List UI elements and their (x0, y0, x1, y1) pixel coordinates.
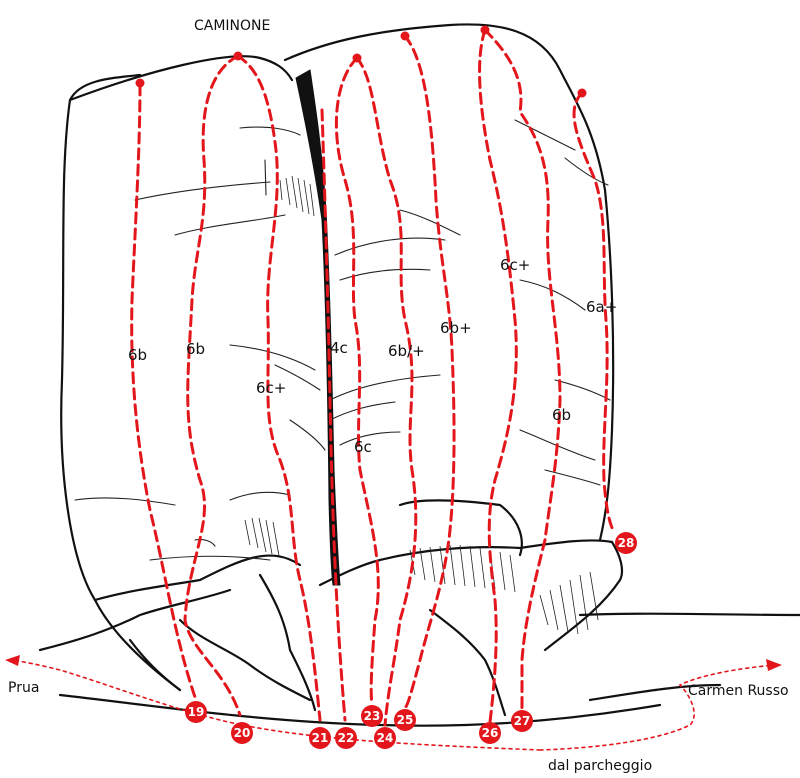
svg-text:28: 28 (618, 536, 635, 550)
rock-shading (244, 175, 599, 635)
rock-texture (74, 119, 611, 561)
svg-text:24: 24 (377, 731, 394, 745)
route-22-line (320, 108, 347, 722)
route-27-line (483, 28, 562, 712)
routes (130, 25, 616, 727)
grade-label: 6b (128, 346, 147, 364)
route-number-badge: 20 (231, 722, 253, 744)
route-number-badge: 24 (374, 727, 396, 749)
route-20-line (183, 54, 242, 717)
label-prua: Prua (8, 680, 39, 696)
grade-label: 6b+ (440, 319, 472, 337)
svg-text:19: 19 (188, 705, 205, 719)
svg-text:22: 22 (338, 731, 355, 745)
anchor-icon (233, 51, 243, 61)
route-26-line (478, 28, 518, 724)
route-number-badge: 22 (335, 727, 357, 749)
route-number-badge: 25 (394, 709, 416, 731)
svg-text:21: 21 (312, 731, 329, 745)
grade-label: 6a+ (586, 298, 617, 316)
anchor-icon (135, 78, 145, 88)
anchor-icon (400, 31, 410, 41)
grade-label: 6c (354, 438, 372, 456)
route-28-line (572, 91, 616, 534)
route-number-badge: 19 (185, 701, 207, 723)
anchor-icon (352, 53, 362, 63)
route-number-badge: 21 (309, 727, 331, 749)
route-19-line (130, 83, 198, 702)
route-number-badge: 27 (511, 710, 533, 732)
path-to-carmen-russo (539, 664, 776, 751)
label-dal-parcheggio: dal parcheggio (548, 758, 652, 774)
grade-label: 6c+ (256, 379, 286, 397)
route-23-line (334, 56, 380, 707)
route-number-badge: 28 (615, 532, 637, 554)
anchor-icon (577, 88, 587, 98)
grade-label: 4c (330, 339, 348, 357)
svg-text:25: 25 (397, 713, 414, 727)
label-carmen-russo: Carmen Russo (688, 683, 789, 699)
svg-text:27: 27 (514, 714, 531, 728)
path-to-prua (11, 659, 541, 751)
grade-label: 6b/+ (388, 342, 425, 360)
anchor-icon (480, 25, 490, 35)
route-number-badge: 23 (361, 705, 383, 727)
arrow-right-icon (766, 659, 782, 671)
route-number-badge: 26 (479, 722, 501, 744)
svg-text:20: 20 (234, 726, 251, 740)
grade-label: 6b (552, 406, 571, 424)
crag-title: CAMINONE (194, 18, 270, 34)
arrow-left-icon (5, 655, 20, 666)
svg-text:26: 26 (482, 726, 499, 740)
grade-label: 6b (186, 340, 205, 358)
route-24-line (355, 56, 418, 727)
grade-label: 6c+ (500, 256, 530, 274)
route-25-line (403, 34, 456, 710)
rock-outline (38, 23, 800, 727)
svg-text:23: 23 (364, 709, 381, 723)
route-21-line (236, 54, 322, 722)
